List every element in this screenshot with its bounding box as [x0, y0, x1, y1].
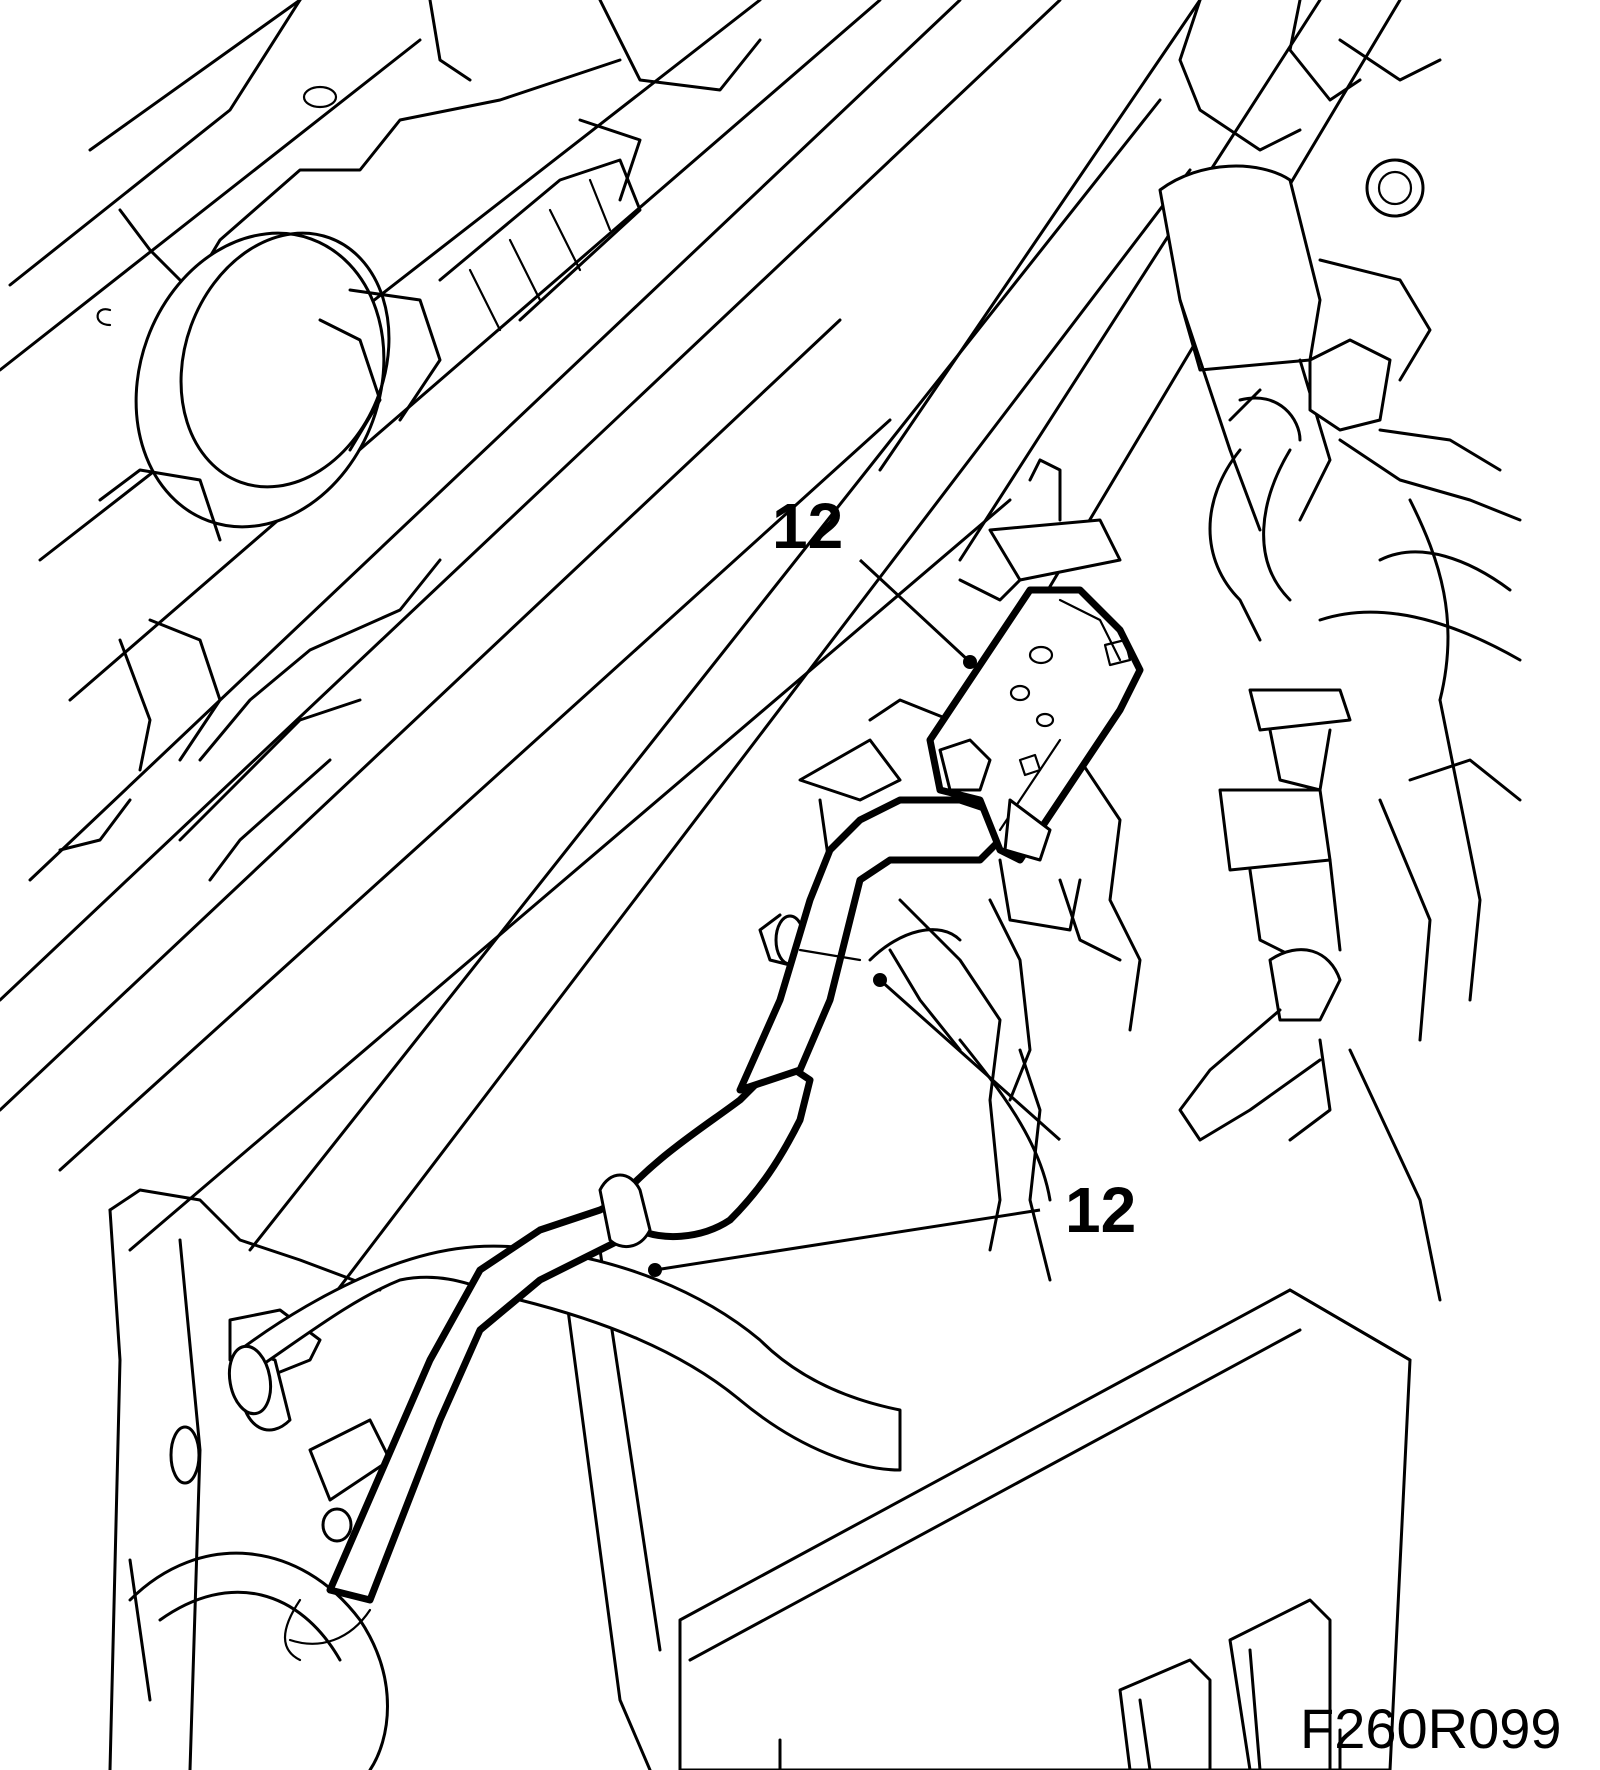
- wiring-harness: [284, 586, 1144, 1662]
- right-side-connectors: [1178, 688, 1522, 1302]
- coolant-hose-assembly: [1158, 0, 1522, 702]
- leader-dot: [963, 655, 977, 669]
- leader-dot: [648, 1263, 662, 1277]
- callout-label-top: 12: [772, 490, 843, 562]
- figure-code: F260R099: [1300, 1697, 1562, 1760]
- leader-harness-low: [654, 1208, 1041, 1272]
- lower-hose: [227, 1244, 902, 1472]
- callout-leaders: [648, 558, 1061, 1277]
- central-bracket: [758, 458, 1142, 1282]
- leader-dot: [873, 973, 887, 987]
- leader-top-connector: [858, 558, 972, 664]
- callout-label-bottom: 12: [1065, 1174, 1136, 1246]
- leader-harness-mid: [879, 978, 1061, 1142]
- fuse-box: [678, 1288, 1412, 1770]
- vehicle-body-structure: [0, 0, 1402, 1302]
